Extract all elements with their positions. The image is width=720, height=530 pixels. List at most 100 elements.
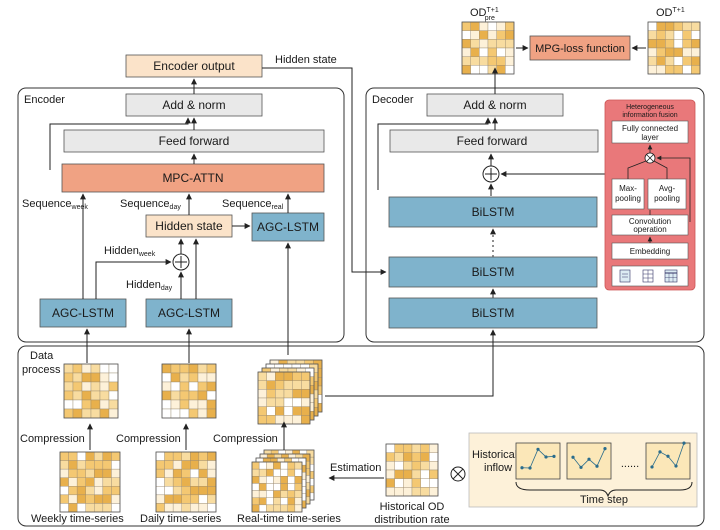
- matrix-cell: [198, 460, 208, 470]
- matrix-cell: [206, 381, 217, 392]
- matrix-cell: [665, 21, 675, 31]
- matrix-cell: [59, 494, 69, 504]
- matrix-cell: [665, 65, 675, 75]
- fusion-conv-line2: operation: [633, 225, 666, 234]
- inflow-point: [579, 465, 583, 469]
- bilstm-top-label: BiLSTM: [472, 205, 515, 219]
- matrix-cell: [207, 494, 217, 504]
- matrix-cell: [179, 390, 190, 401]
- matrix-cell: [161, 372, 172, 383]
- matrix-cell: [673, 65, 683, 75]
- matrix-cell: [170, 381, 181, 392]
- matrix-cell: [283, 371, 293, 381]
- matrix-cell: [292, 415, 302, 425]
- matrix-cell: [691, 56, 701, 66]
- fusion-conv-line1: Convolution: [629, 217, 671, 226]
- historical-od-matrix: [385, 443, 439, 497]
- matrix-cell: [656, 65, 666, 75]
- matrix-cell: [90, 399, 101, 410]
- matrix-cell: [81, 372, 92, 383]
- matrix-cell: [287, 461, 296, 470]
- matrix-cell: [63, 363, 74, 374]
- matrix-cell: [59, 477, 69, 487]
- matrix-cell: [411, 469, 421, 479]
- compression-label-2: Compression: [116, 433, 181, 445]
- inflow-point: [587, 457, 591, 461]
- matrix-cell: [76, 503, 86, 513]
- compression-label-1: Compression: [20, 433, 85, 445]
- matrix-cell: [188, 363, 199, 374]
- matrix-cell: [207, 503, 217, 513]
- data-title-line2: process: [22, 364, 61, 376]
- matrix-cell: [251, 461, 260, 470]
- matrix-cell: [461, 65, 471, 75]
- matrix-cell: [301, 397, 311, 407]
- matrix-cell: [403, 469, 413, 479]
- matrix-cell: [172, 477, 182, 487]
- matrix-cell: [479, 39, 489, 49]
- matrix-cell: [461, 56, 471, 66]
- inflow-point: [536, 447, 540, 451]
- matrix-cell: [411, 487, 421, 497]
- matrix-cell: [479, 30, 489, 40]
- matrix-cell: [287, 497, 296, 506]
- matrix-cell: [505, 47, 515, 57]
- fusion-mult-x2: [646, 154, 654, 162]
- matrix-cell: [251, 483, 260, 491]
- matrix-cell: [470, 56, 480, 66]
- matrix-cell: [155, 451, 165, 461]
- matrix-cell: [280, 461, 288, 470]
- matrix-cell: [479, 56, 489, 66]
- matrix-cell: [188, 408, 199, 419]
- matrix-cell: [81, 381, 92, 392]
- matrix-cell: [68, 477, 78, 487]
- compression-label-3: Compression: [213, 433, 278, 445]
- matrix-cell: [179, 381, 190, 392]
- matrix-cell: [68, 451, 78, 461]
- matrix-cell: [385, 443, 395, 453]
- matrix-cell: [102, 486, 112, 496]
- weekly-label: Weekly time-series: [31, 513, 124, 525]
- matrix-cell: [258, 461, 267, 470]
- matrix-cell: [179, 399, 190, 410]
- realtime-label: Real-time time-series: [237, 513, 341, 525]
- matrix-cell: [181, 468, 191, 478]
- matrix-cell: [99, 390, 110, 401]
- matrix-cell: [673, 39, 683, 49]
- matrix-cell: [181, 451, 191, 461]
- matrix-cell: [72, 399, 83, 410]
- matrix-cell: [287, 483, 296, 491]
- matrix-cell: [206, 372, 217, 383]
- matrix-cell: [647, 21, 657, 31]
- matrix-cell: [258, 483, 267, 491]
- rt-to-decoder-arrow: [325, 329, 496, 397]
- inflow-panel-2: [566, 442, 612, 480]
- matrix-cell: [411, 478, 421, 488]
- matrix-cell: [665, 47, 675, 57]
- matrix-cell: [251, 476, 260, 484]
- matrix-cell: [656, 21, 666, 31]
- matrix-cell: [420, 478, 430, 488]
- weekly-series-matrix: [59, 451, 121, 513]
- matrix-cell: [280, 483, 288, 491]
- matrix-cell: [102, 468, 112, 478]
- matrix-cell: [251, 497, 260, 506]
- matrix-cell: [394, 443, 404, 453]
- matrix-cell: [94, 486, 104, 496]
- matrix-cell: [487, 56, 497, 66]
- matrix-cell: [301, 380, 311, 390]
- matrix-cell: [385, 469, 395, 479]
- matrix-cell: [647, 56, 657, 66]
- enc-attention-box: [61, 163, 325, 193]
- matrix-cell: [90, 381, 101, 392]
- matrix-cell: [206, 363, 217, 374]
- matrix-cell: [181, 477, 191, 487]
- matrix-cell: [198, 486, 208, 496]
- matrix-cell: [170, 363, 181, 374]
- matrix-cell: [292, 380, 302, 390]
- matrix-cell: [691, 65, 701, 75]
- matrix-cell: [461, 39, 471, 49]
- inflow-point: [544, 455, 548, 459]
- matrix-cell: [470, 47, 480, 57]
- matrix-cell: [181, 486, 191, 496]
